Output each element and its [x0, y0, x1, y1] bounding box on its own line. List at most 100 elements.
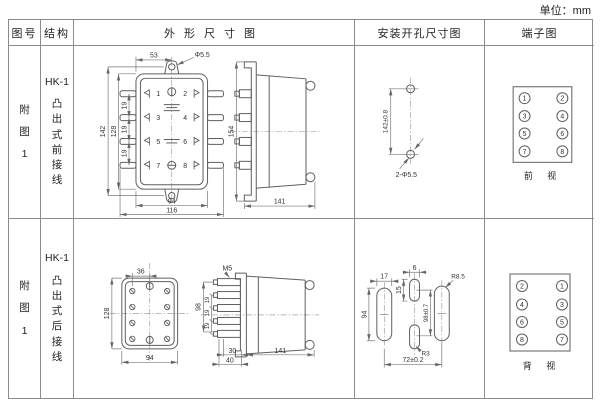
- dimension-lines-side: [201, 271, 315, 367]
- header-text: 安装开孔尺寸图: [377, 27, 462, 40]
- terminal-number: 1: [560, 284, 564, 291]
- dim-label: 128: [111, 126, 118, 138]
- dim-label: 36: [137, 269, 145, 276]
- col-header-terminal-diagram: 端子图: [485, 20, 594, 46]
- terminal-number: 2: [183, 91, 187, 98]
- structure-cell-row1: HK-1 凸 出 式 前 接 线: [41, 46, 74, 219]
- col-header-outline-dims: 外形尺寸图: [74, 20, 355, 46]
- structure-desc: 凸 出 式 前 接 线: [51, 98, 63, 187]
- mounting-slots: [376, 278, 450, 350]
- dim-label: 94: [168, 199, 176, 206]
- dimension-labels-side: M5 98 19 19 19 30 40 141: [196, 266, 287, 365]
- dim-label: 98±0.7: [424, 304, 430, 322]
- structure-cell-row2: HK-1 凸 出 式 后 接 线: [41, 219, 74, 398]
- dim-label: 142±0.8: [383, 110, 390, 134]
- col-header-structure: 结构: [41, 20, 74, 46]
- dimension-labels: 142±0.8 2-Φ5.5: [383, 110, 417, 180]
- terminal-number: 3: [523, 114, 527, 121]
- terminal-number: 7: [156, 163, 160, 170]
- dimension-lines: [388, 88, 424, 169]
- terminal-diagram-cell-row1: 1 3 5 7 2 4 6 8 前 视: [485, 46, 594, 219]
- terminal-number: 6: [183, 139, 187, 146]
- dim-label: 72±0.2: [402, 357, 423, 364]
- dim-label: 142: [100, 126, 107, 138]
- terminal-number: 5: [156, 139, 160, 146]
- dim-label: 40: [226, 357, 234, 364]
- terminal-block: [512, 86, 573, 163]
- dim-label: 19: [205, 296, 211, 303]
- relay-outline-drawing-rear-wiring: 36 128 94: [104, 263, 320, 367]
- dim-label: 94: [361, 310, 368, 318]
- unit-label: 单位：mm: [539, 5, 591, 17]
- dim-label: Φ5.5: [195, 52, 210, 59]
- figure-no-cell-row2: 附 图 1: [9, 219, 41, 398]
- terminal-number: 3: [560, 302, 564, 309]
- terminal-number: 6: [520, 320, 524, 327]
- terminal-block: [509, 273, 571, 352]
- dimension-labels: 17 94 6 15 98±0.7 R8.5 R3 72±0.2: [361, 265, 465, 364]
- col-header-figure-no: 图号: [9, 20, 41, 46]
- dimension-lines: [366, 269, 454, 368]
- header-text: 外形尺寸图: [164, 27, 264, 40]
- view-label: 前 视: [524, 170, 562, 181]
- dim-label: M5: [222, 266, 232, 273]
- dim-label: 128: [104, 308, 111, 320]
- dim-label: 141: [274, 348, 286, 355]
- dimension-lines: [106, 56, 224, 218]
- model-label: HK-1: [45, 75, 69, 88]
- dim-label: 19: [122, 149, 129, 157]
- terminal-diagram-rear-view: 2 4 6 8 1 3 5 7 背 视: [509, 273, 571, 371]
- terminal-number: 8: [183, 163, 187, 170]
- dim-label: 19: [205, 309, 211, 316]
- dim-label: 19: [122, 126, 129, 134]
- dimension-labels: 36 128 94: [104, 269, 154, 362]
- terminal-number: 6: [560, 131, 564, 138]
- figure-no: 附 图 1: [19, 280, 30, 337]
- mounting-holes-drawing-row2: 17 94 6 15 98±0.7 R8.5 R3 72±0.2: [361, 265, 465, 368]
- header-text: 结构: [44, 27, 70, 40]
- relay-front-view: [119, 60, 224, 203]
- terminal-number: 7: [523, 149, 527, 156]
- model-label: HK-1: [45, 252, 69, 265]
- terminal-number: 4: [183, 115, 187, 122]
- mounting-drawing-cell-row1: 142±0.8 2-Φ5.5: [355, 46, 485, 219]
- dim-label: R8.5: [451, 274, 465, 281]
- dim-label: 19: [122, 102, 129, 110]
- dimension-labels-side: 154 141: [228, 126, 285, 206]
- dim-label: 53: [150, 52, 158, 59]
- dimension-lines: [110, 273, 178, 365]
- col-header-mounting-dims: 安装开孔尺寸图: [355, 20, 485, 46]
- figure-no: 附 图 1: [19, 103, 30, 161]
- terminal-numbers: 2 4 6 8 1 3 5 7: [520, 284, 564, 345]
- dim-label: 94: [146, 355, 154, 362]
- terminal-number: 5: [560, 320, 564, 327]
- terminal-diagram-front-view: 1 3 5 7 2 4 6 8 前 视: [512, 86, 573, 181]
- terminal-number: 2: [520, 284, 524, 291]
- terminal-number: 2: [560, 96, 564, 103]
- dim-label: 15: [396, 286, 403, 294]
- terminal-diagram-cell-row2: 2 4 6 8 1 3 5 7 背 视: [485, 219, 594, 398]
- spec-table: 图号 结构 外形尺寸图 安装开孔尺寸图 端子图 附 图 1 HK-1 凸 出 式…: [8, 19, 594, 399]
- terminal-number: 1: [523, 96, 527, 103]
- dim-label: 19: [205, 322, 211, 329]
- header-text: 图号: [11, 27, 38, 40]
- terminal-numbers: 1 2 3 4 5 6 7 8: [156, 91, 187, 170]
- terminal-number: 4: [520, 302, 524, 309]
- figure-no-cell-row1: 附 图 1: [9, 46, 41, 219]
- terminal-number: 4: [560, 114, 564, 121]
- relay-outline-drawing-front-wiring: 1 2 3 4 5 6 7 8: [100, 52, 321, 218]
- contact-flag-icons: [143, 88, 201, 170]
- terminal-number: 7: [560, 337, 564, 344]
- terminal-number: 1: [156, 91, 160, 98]
- dim-label: 141: [274, 199, 286, 206]
- dim-label: 30: [229, 348, 237, 355]
- dim-label: 6: [413, 265, 417, 272]
- relay-side-view: [234, 61, 316, 202]
- outline-drawing-cell-row2: 36 128 94: [74, 219, 355, 398]
- dim-label: R3: [421, 351, 430, 358]
- dim-label: 98: [196, 303, 203, 311]
- dim-label: 2-Φ5.5: [396, 172, 417, 179]
- terminal-number: 3: [156, 115, 160, 122]
- terminal-number: 8: [520, 337, 524, 344]
- dimension-labels: 53 Φ5.5 142 128 19 19 19 94 116: [100, 52, 210, 215]
